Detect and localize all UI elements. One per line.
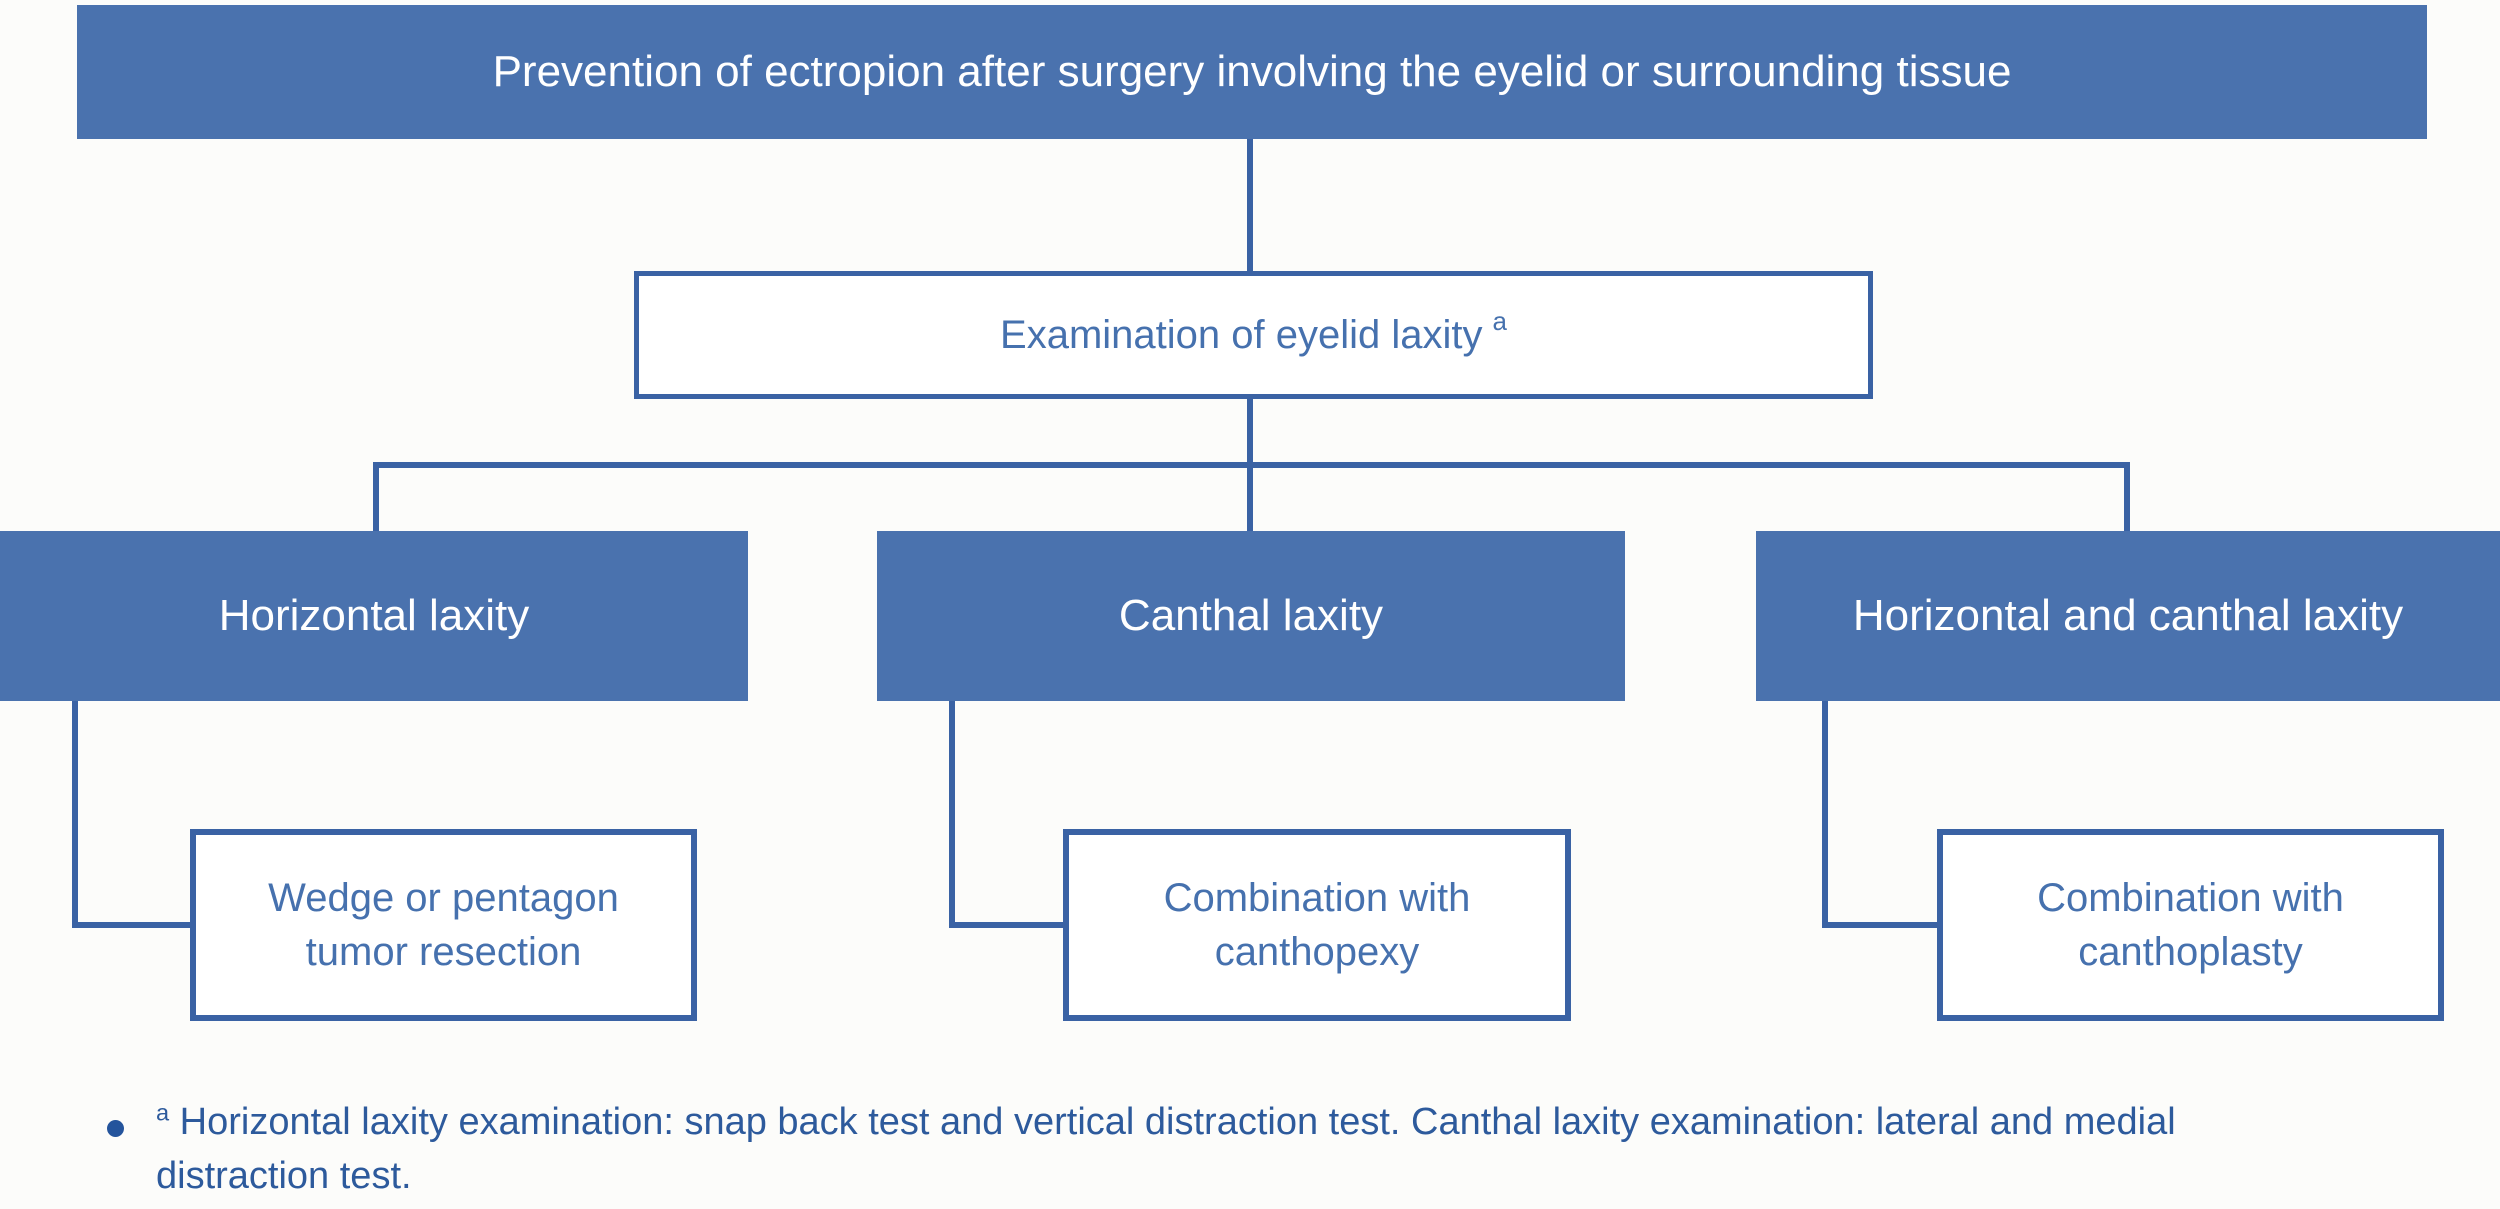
child-node-line2: tumor resection <box>305 930 582 974</box>
connector-branch-left-horizontal <box>72 922 190 928</box>
connector-rail-to-branch-right <box>2124 462 2130 534</box>
footnote-text: Horizontal laxity examination: snap back… <box>156 1101 2176 1197</box>
branch-node-label: Canthal laxity <box>1118 591 1384 640</box>
connector-branch-left-vertical <box>72 701 78 928</box>
connector-branch-middle-vertical <box>949 701 955 928</box>
child-node-line1: Combination with <box>1163 876 1471 920</box>
child-node-combination-canthopexy: Combination with canthopexy <box>1063 829 1571 1021</box>
branch-node-horizontal-laxity: Horizontal laxity <box>0 531 748 701</box>
child-node-line2: canthoplasty <box>2078 930 2303 974</box>
connector-branch-right-vertical <box>1822 701 1828 928</box>
connector-exam-to-rail <box>1247 399 1253 465</box>
connector-rail-to-branch-left <box>373 462 379 534</box>
branch-node-horizontal-and-canthal-laxity: Horizontal and canthal laxity <box>1756 531 2500 701</box>
child-node-wedge-pentagon-resection: Wedge or pentagon tumor resection <box>190 829 697 1021</box>
child-node-line1: Combination with <box>2037 876 2344 920</box>
root-node: Prevention of ectropion after surgery in… <box>77 5 2427 139</box>
child-node-line1: Wedge or pentagon <box>268 876 619 920</box>
child-node-line2: canthopexy <box>1214 930 1420 974</box>
branch-node-label: Horizontal and canthal laxity <box>1852 591 2404 640</box>
branch-node-label: Horizontal laxity <box>218 591 530 640</box>
connector-rail-to-branch-middle <box>1247 462 1253 534</box>
connector-branch-middle-horizontal <box>949 922 1063 928</box>
connector-branch-right-horizontal <box>1822 922 1937 928</box>
footnote-bullet-icon <box>107 1120 124 1137</box>
exam-node-label: Examination of eyelid laxity <box>1000 312 1483 357</box>
child-node-combination-canthoplasty: Combination with canthoplasty <box>1937 829 2444 1021</box>
root-node-label: Prevention of ectropion after surgery in… <box>492 47 2012 96</box>
connector-root-to-exam <box>1247 139 1253 271</box>
exam-node-superscript: a <box>1492 305 1507 336</box>
footnote-marker: a <box>156 1099 170 1126</box>
exam-node: Examination of eyelid laxity a <box>634 271 1873 399</box>
branch-node-canthal-laxity: Canthal laxity <box>877 531 1625 701</box>
footnote: a Horizontal laxity examination: snap ba… <box>156 1096 2276 1204</box>
